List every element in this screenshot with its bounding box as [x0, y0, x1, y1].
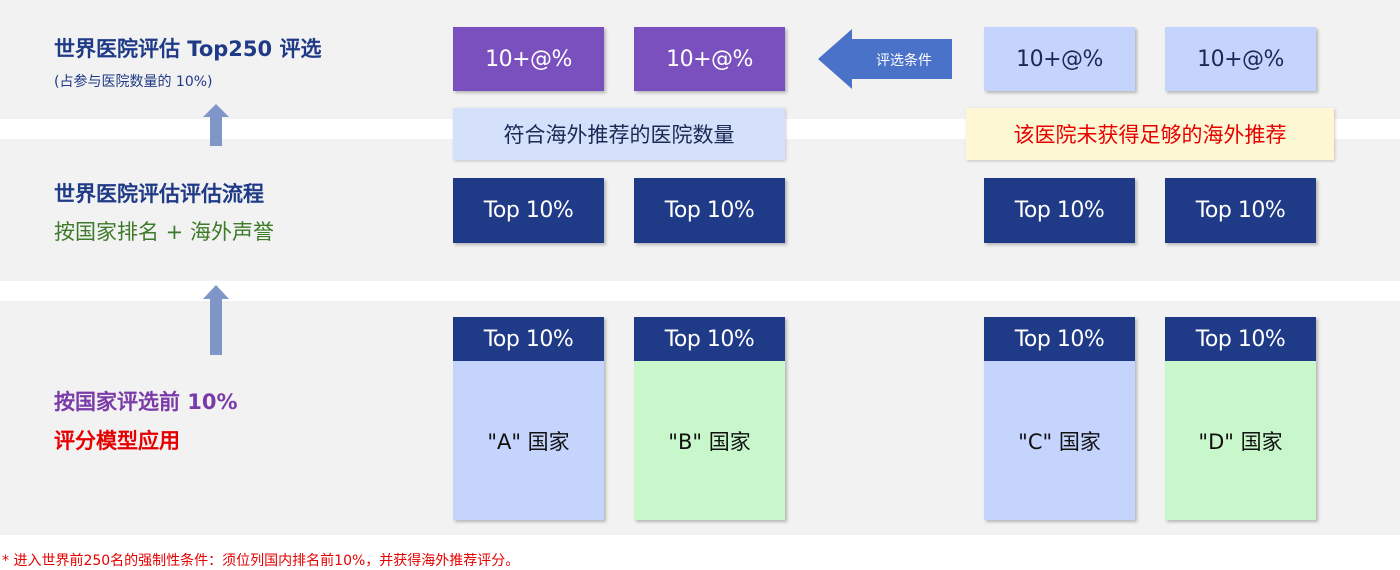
country-c-column: Top 10% "C" 国家 — [984, 317, 1135, 520]
stage1-title: 世界医院评估 Top250 评选 — [54, 37, 322, 61]
arrow-label: 评选条件 — [876, 53, 932, 69]
stage2-title: 世界医院评估评估流程 — [54, 182, 264, 206]
country-a-body: "A" 国家 — [453, 361, 604, 520]
eligible-count-label: 符合海外推荐的医院数量 — [453, 108, 785, 160]
footnote-mark: * — [2, 553, 9, 569]
criteria-box-d: 10+@% — [1165, 27, 1316, 91]
country-b-head: Top 10% — [634, 317, 785, 361]
country-c-head: Top 10% — [984, 317, 1135, 361]
criteria-box-a: 10+@% — [453, 27, 604, 91]
up-arrow-icon — [203, 285, 229, 355]
top10-box-c: Top 10% — [984, 178, 1135, 243]
stage3-title: 按国家评选前 10% — [54, 390, 238, 414]
country-a-column: Top 10% "A" 国家 — [453, 317, 604, 520]
country-d-column: Top 10% "D" 国家 — [1165, 317, 1316, 520]
footnote-text: 进入世界前250名的强制性条件：须位列国内排名前10%，并获得海外推荐评分。 — [9, 553, 520, 569]
country-c-body: "C" 国家 — [984, 361, 1135, 520]
top10-box-b: Top 10% — [634, 178, 785, 243]
country-b-column: Top 10% "B" 国家 — [634, 317, 785, 520]
insufficient-recommendation-label: 该医院未获得足够的海外推荐 — [966, 108, 1334, 160]
country-d-head: Top 10% — [1165, 317, 1316, 361]
up-arrow-icon — [203, 104, 229, 146]
stage2-subtitle: 按国家排名 + 海外声誉 — [54, 220, 274, 244]
country-b-body: "B" 国家 — [634, 361, 785, 520]
stage1-subtitle: (占参与医院数量的 10%) — [54, 74, 213, 90]
top10-box-a: Top 10% — [453, 178, 604, 243]
left-arrow-icon — [818, 29, 952, 89]
top10-box-d: Top 10% — [1165, 178, 1316, 243]
footnote: * 进入世界前250名的强制性条件：须位列国内排名前10%，并获得海外推荐评分。 — [2, 550, 519, 570]
stage3-subtitle: 评分模型应用 — [54, 429, 180, 453]
criteria-box-c: 10+@% — [984, 27, 1135, 91]
country-a-head: Top 10% — [453, 317, 604, 361]
criteria-box-b: 10+@% — [634, 27, 785, 91]
country-d-body: "D" 国家 — [1165, 361, 1316, 520]
